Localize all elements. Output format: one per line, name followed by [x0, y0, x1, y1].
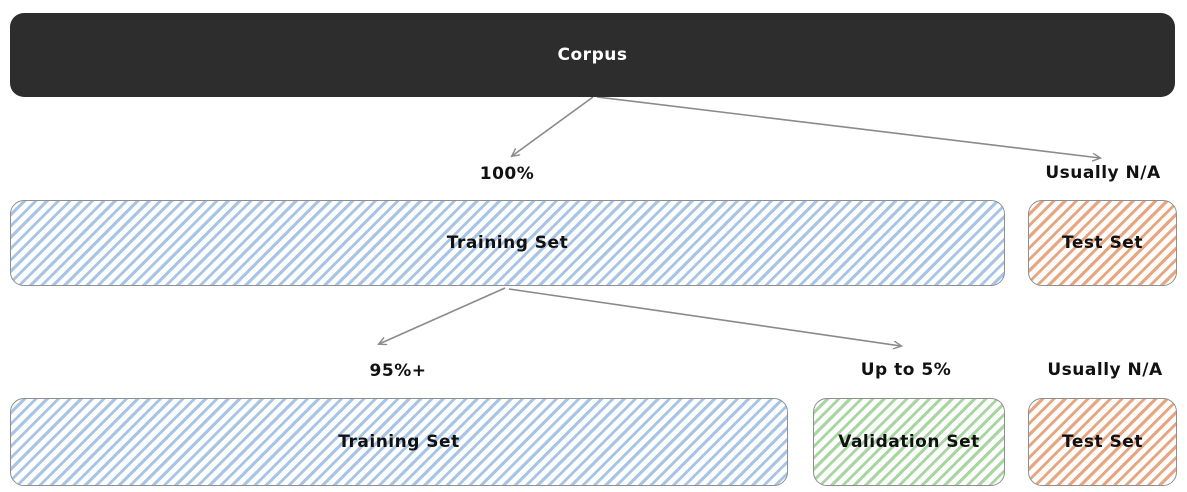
validation-percent-label-level2: Up to 5%: [860, 360, 952, 380]
test-set-label-level2: Test Set: [1062, 432, 1143, 452]
test-set-label-level1: Test Set: [1062, 233, 1143, 253]
arrow-corpus-to-training: [512, 96, 594, 156]
test-set-node-level2: Test Set: [1028, 398, 1177, 486]
test-percent-label-level2: Usually N/A: [1047, 360, 1163, 380]
training-percent-label-level1: 100%: [479, 164, 535, 184]
training-set-node-level1: Training Set: [10, 200, 1005, 286]
validation-set-label-level2: Validation Set: [838, 432, 980, 452]
arrow-training-to-training: [379, 287, 506, 344]
corpus-node: Corpus: [10, 13, 1175, 97]
training-set-label-level1: Training Set: [446, 233, 569, 253]
corpus-label: Corpus: [557, 45, 628, 65]
test-set-node-level1: Test Set: [1028, 200, 1177, 286]
validation-set-node-level2: Validation Set: [813, 398, 1005, 486]
arrow-corpus-to-test: [596, 96, 1100, 158]
arrow-training-to-validation: [508, 288, 901, 346]
test-percent-label-level1: Usually N/A: [1045, 163, 1161, 183]
training-percent-label-level2: 95%+: [369, 361, 427, 381]
training-set-node-level2: Training Set: [10, 398, 788, 486]
training-set-label-level2: Training Set: [338, 432, 460, 452]
